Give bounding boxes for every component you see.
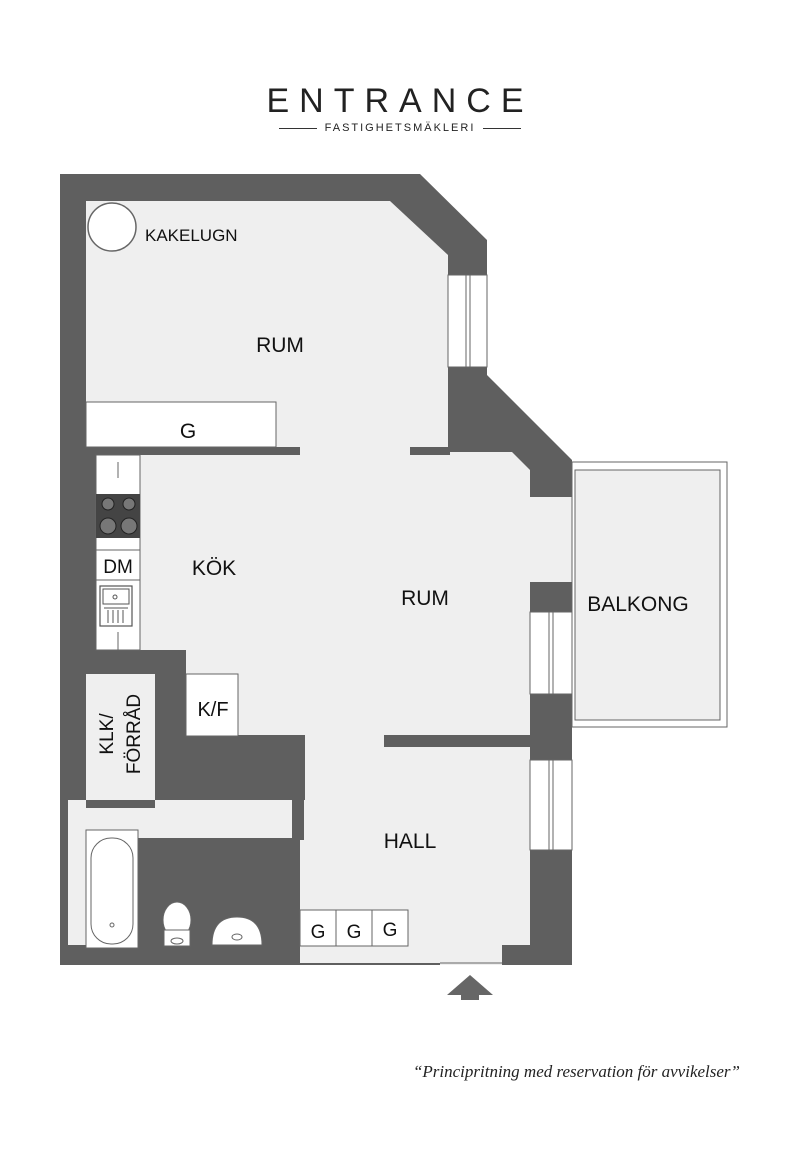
hall-closet-1 bbox=[299, 909, 337, 947]
window-icon bbox=[529, 759, 573, 851]
label-kf: K/F bbox=[197, 699, 228, 721]
interior-wall-bath bbox=[86, 800, 95, 838]
interior-wall-block-left bbox=[86, 650, 186, 666]
label-dm: DM bbox=[103, 557, 133, 578]
label-g-hall-2: G bbox=[347, 922, 362, 943]
brand-subtitle: FASTIGHETSMÄKLERI bbox=[324, 122, 476, 134]
floor-rum-top bbox=[86, 201, 448, 447]
interior-wall-rum-divider-left bbox=[140, 447, 300, 455]
hall-closet-3 bbox=[371, 909, 409, 947]
window-icon bbox=[447, 274, 488, 368]
brand-rule-left bbox=[278, 127, 317, 129]
balcony-door-opening bbox=[530, 497, 572, 582]
label-g-top: G bbox=[180, 420, 196, 443]
window-icon bbox=[529, 611, 573, 695]
bathtub-icon bbox=[85, 829, 139, 949]
interior-wall-hall bbox=[384, 735, 530, 747]
fridge-freezer bbox=[185, 673, 239, 737]
hall-closet-2 bbox=[335, 909, 373, 947]
label-kok: KÖK bbox=[192, 557, 236, 580]
sink-icon bbox=[99, 585, 133, 627]
washbasin-icon bbox=[211, 916, 263, 946]
balcony bbox=[571, 461, 728, 728]
entrance-door-opening bbox=[440, 945, 502, 965]
label-hall: HALL bbox=[384, 830, 437, 853]
interior-wall-bath-top bbox=[86, 800, 155, 808]
interior-wall-stub bbox=[292, 735, 304, 840]
label-kakelugn: KAKELUGN bbox=[145, 226, 238, 245]
tiled-stove-icon bbox=[87, 202, 137, 252]
toilet-icon bbox=[162, 901, 192, 947]
interior-wall-klk-inner bbox=[86, 666, 155, 800]
entrance-arrow-icon bbox=[447, 975, 493, 1000]
interior-wall-closet-divider bbox=[292, 890, 300, 945]
label-rum-main: RUM bbox=[401, 587, 449, 610]
interior-wall-klk-top bbox=[68, 666, 186, 674]
brand-logo: ENTRANCE bbox=[266, 82, 534, 120]
label-balkong: BALKONG bbox=[587, 593, 689, 616]
label-klk: KLK/ bbox=[97, 713, 118, 755]
interior-wall-bath-bottom bbox=[86, 945, 300, 965]
interior-wall-rum-divider-right bbox=[410, 447, 450, 455]
interior-wall-block-mid bbox=[155, 735, 305, 800]
interior-wall-klk-left bbox=[68, 666, 86, 800]
label-forrad: FÖRRÅD bbox=[124, 694, 145, 774]
label-g-hall-1: G bbox=[311, 922, 326, 943]
disclaimer: “Principritning med reservation för avvi… bbox=[412, 1062, 740, 1081]
brand-subtitle-row: FASTIGHETSMÄKLERI bbox=[0, 122, 800, 134]
floor-main bbox=[68, 447, 572, 963]
label-g-hall-3: G bbox=[383, 920, 398, 941]
wardrobe-top bbox=[85, 401, 277, 448]
label-rum-top: RUM bbox=[256, 334, 304, 357]
stove-icon bbox=[96, 494, 140, 538]
brand-rule-right bbox=[483, 127, 522, 129]
